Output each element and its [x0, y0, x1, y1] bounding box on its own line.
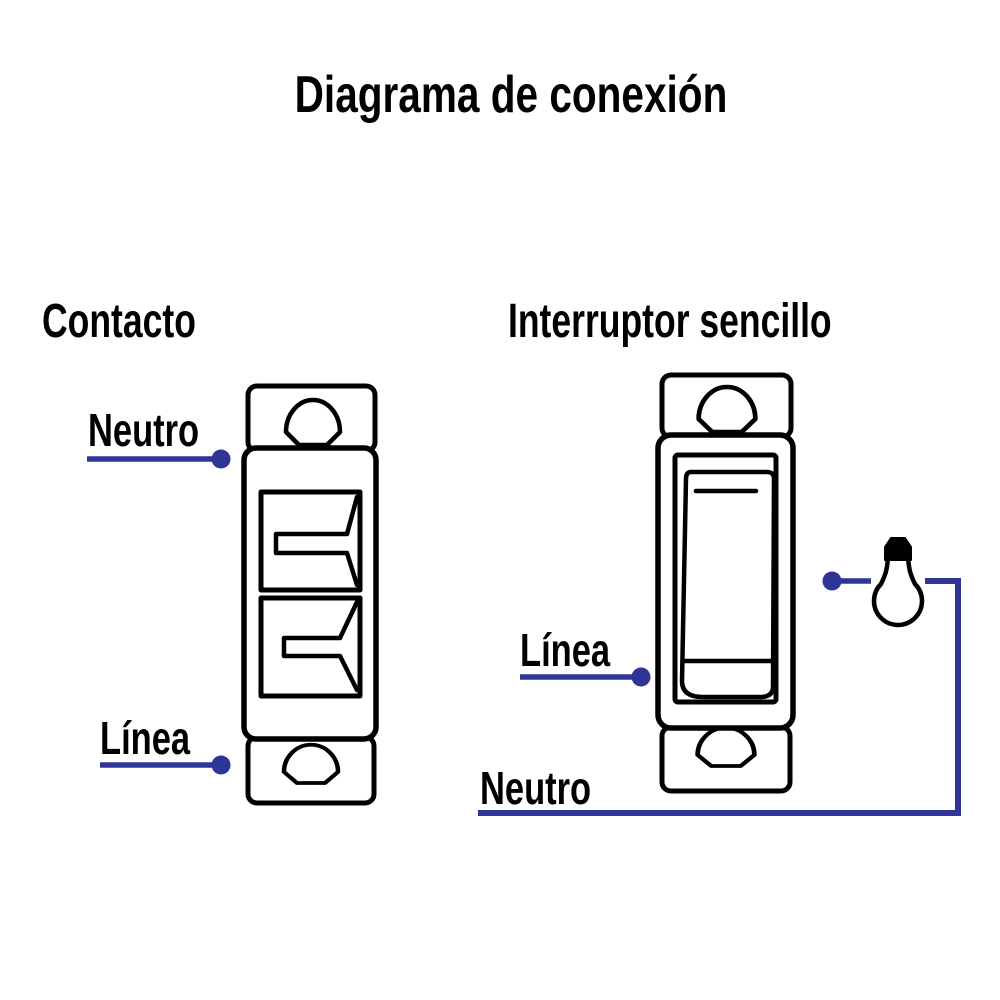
lamp-circuit	[822, 537, 925, 628]
outlet-lower-slot	[258, 595, 363, 699]
wire-terminal-dot	[211, 449, 231, 469]
bulb-globe	[871, 555, 925, 628]
switch-line-connection: Línea	[520, 624, 651, 687]
switch-neutral-wire	[478, 578, 961, 816]
outlet-top-screw-icon	[283, 397, 343, 448]
outlet-bottom-screw-icon	[281, 742, 341, 785]
contact-neutral-label: Neutro	[88, 404, 199, 456]
switch-section-label: Interruptor sencillo	[508, 294, 832, 347]
switch-drawing	[655, 372, 796, 794]
switch-section: Interruptor sencillo Línea	[478, 294, 961, 816]
bulb-base	[884, 537, 912, 561]
light-bulb-icon	[871, 537, 925, 628]
switch-bottom-screw-icon	[695, 725, 757, 768]
page-title: Diagrama de conexión	[295, 65, 728, 123]
outlet-lower-slot-detail	[281, 599, 360, 693]
outlet-drawing	[241, 383, 379, 806]
outlet-upper-slot	[258, 489, 363, 593]
contact-line-connection: Línea	[100, 712, 231, 775]
contact-section-label: Contacto	[42, 294, 196, 347]
contact-line-label: Línea	[100, 712, 190, 764]
switch-top-screw-icon	[696, 384, 758, 435]
wire-terminal-dot	[211, 755, 231, 775]
wire-terminal-dot	[631, 667, 651, 687]
switch-line-label: Línea	[520, 624, 610, 676]
switch-neutral-label: Neutro	[480, 762, 591, 814]
switch-rocker	[679, 469, 777, 700]
outlet-upper-slot-detail	[273, 494, 360, 588]
switch-neutral-connection: Neutro	[478, 578, 961, 816]
contact-neutral-connection: Neutro	[87, 404, 231, 469]
wire-terminal-dot	[822, 571, 842, 591]
contact-section: Contacto Neutro	[42, 294, 379, 806]
